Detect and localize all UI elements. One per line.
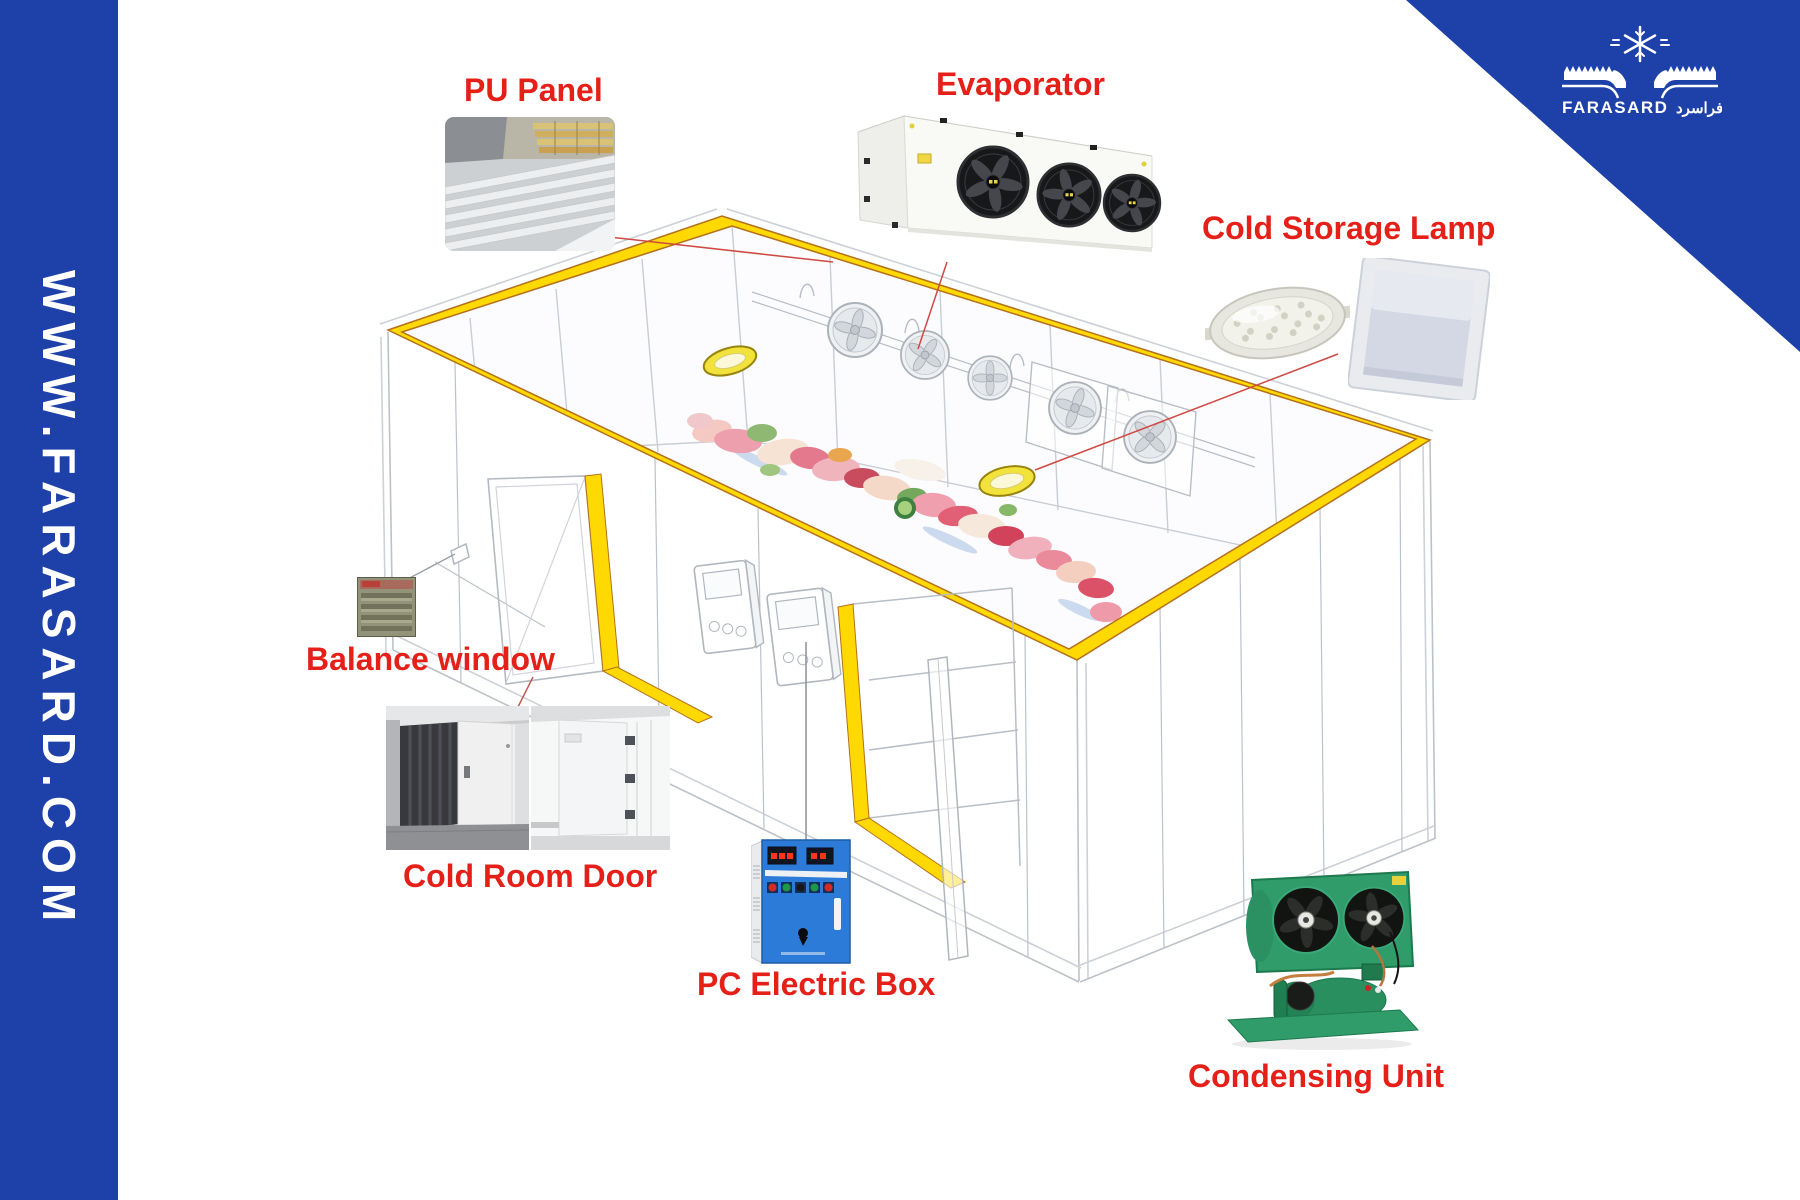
cold-room-door-photo-sliding xyxy=(386,706,529,850)
yellow-rim xyxy=(386,215,1432,661)
condensing-unit-photo xyxy=(1222,868,1420,1050)
label-cold-storage-lamp: Cold Storage Lamp xyxy=(1202,210,1496,246)
label-pu-panel: PU Panel xyxy=(464,72,603,108)
label-balance-window: Balance window xyxy=(306,641,555,677)
label-pc-electric-box: PC Electric Box xyxy=(697,966,936,1002)
pc-electric-box-photo xyxy=(751,838,851,965)
logo-arabic-text: فراسرد xyxy=(1676,100,1722,117)
square-lamp-photo xyxy=(1348,258,1490,400)
control-buttons xyxy=(767,882,834,893)
condenser-fan-icon xyxy=(1272,886,1406,954)
cold-room-door-photo-hinged xyxy=(531,706,670,850)
stored-food xyxy=(687,413,1122,622)
evaporator-fan-icon xyxy=(956,145,1162,233)
balance-window-cutout xyxy=(450,542,470,566)
oval-lamp-photo xyxy=(1205,283,1350,363)
label-cold-room-door: Cold Room Door xyxy=(403,858,658,894)
label-condensing-unit: Condensing Unit xyxy=(1188,1058,1444,1094)
website-url-text: WWW.FARASARD.COM xyxy=(33,269,85,931)
brand-sidebar: WWW.FARASARD.COM xyxy=(0,0,118,1200)
thermostat-wireframe xyxy=(693,558,842,687)
balance-window-photo xyxy=(357,577,416,637)
sliding-door-wireframe xyxy=(487,473,714,724)
logo-latin-text: FARASARD xyxy=(1562,98,1668,117)
snowflake-icon xyxy=(1610,25,1670,63)
interior-lamp-icon xyxy=(702,345,1036,497)
leader-lines xyxy=(403,235,1339,848)
pu-panel-photo xyxy=(445,117,615,251)
farasard-logo: FARASARD فراسرد xyxy=(1560,25,1722,117)
label-evaporator: Evaporator xyxy=(936,66,1105,102)
door-opening-wireframe xyxy=(837,587,1021,961)
evaporator-photo xyxy=(848,100,1178,270)
